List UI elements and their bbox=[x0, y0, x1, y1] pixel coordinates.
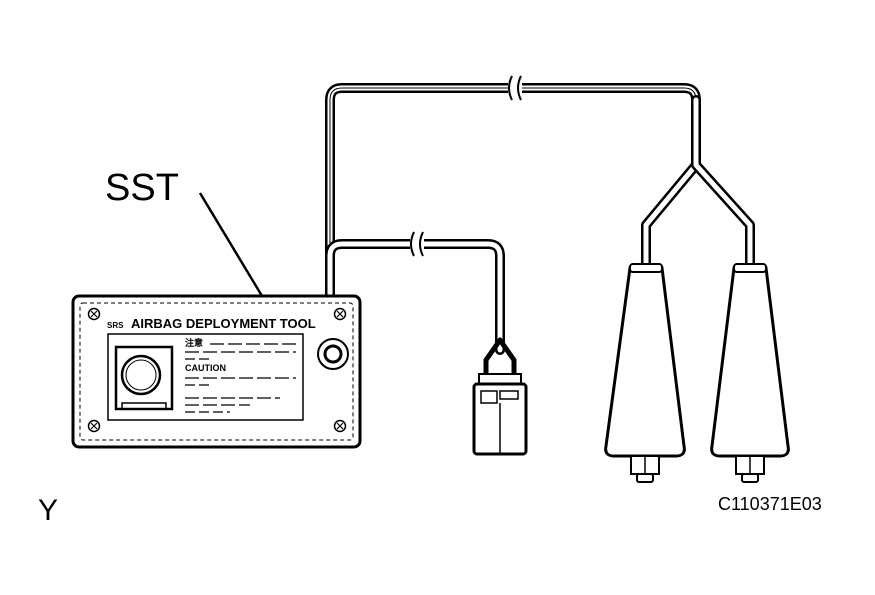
airbag-deployment-tool: SRS AIRBAG DEPLOYMENT TOOL 注意 CAUTION bbox=[71, 294, 362, 449]
harness-grommet bbox=[317, 338, 349, 370]
screw-bottom-right bbox=[333, 419, 347, 433]
tool-text-lines-1 bbox=[185, 343, 296, 360]
tool-switch bbox=[114, 345, 174, 411]
sst-label: SST bbox=[105, 167, 179, 209]
short-harness-break bbox=[410, 231, 424, 257]
harness-connector bbox=[472, 373, 528, 456]
tool-title: AIRBAG DEPLOYMENT TOOL bbox=[131, 316, 316, 331]
screw-top-right bbox=[333, 307, 347, 321]
figure-code: C110371E03 bbox=[718, 494, 822, 514]
tool-text-lines-2 bbox=[185, 377, 296, 413]
view-label: Y bbox=[38, 494, 58, 527]
tool-prefix: SRS bbox=[107, 321, 124, 330]
clip-right bbox=[710, 263, 790, 483]
screw-bottom-left bbox=[87, 419, 101, 433]
clip-left bbox=[604, 263, 686, 483]
screw-top-left bbox=[87, 307, 101, 321]
tool-jp-heading: 注意 bbox=[185, 337, 203, 348]
tool-caution-heading: CAUTION bbox=[185, 363, 226, 373]
long-harness bbox=[325, 83, 755, 355]
sst-leader-line bbox=[198, 192, 264, 297]
long-harness-break bbox=[508, 75, 522, 101]
